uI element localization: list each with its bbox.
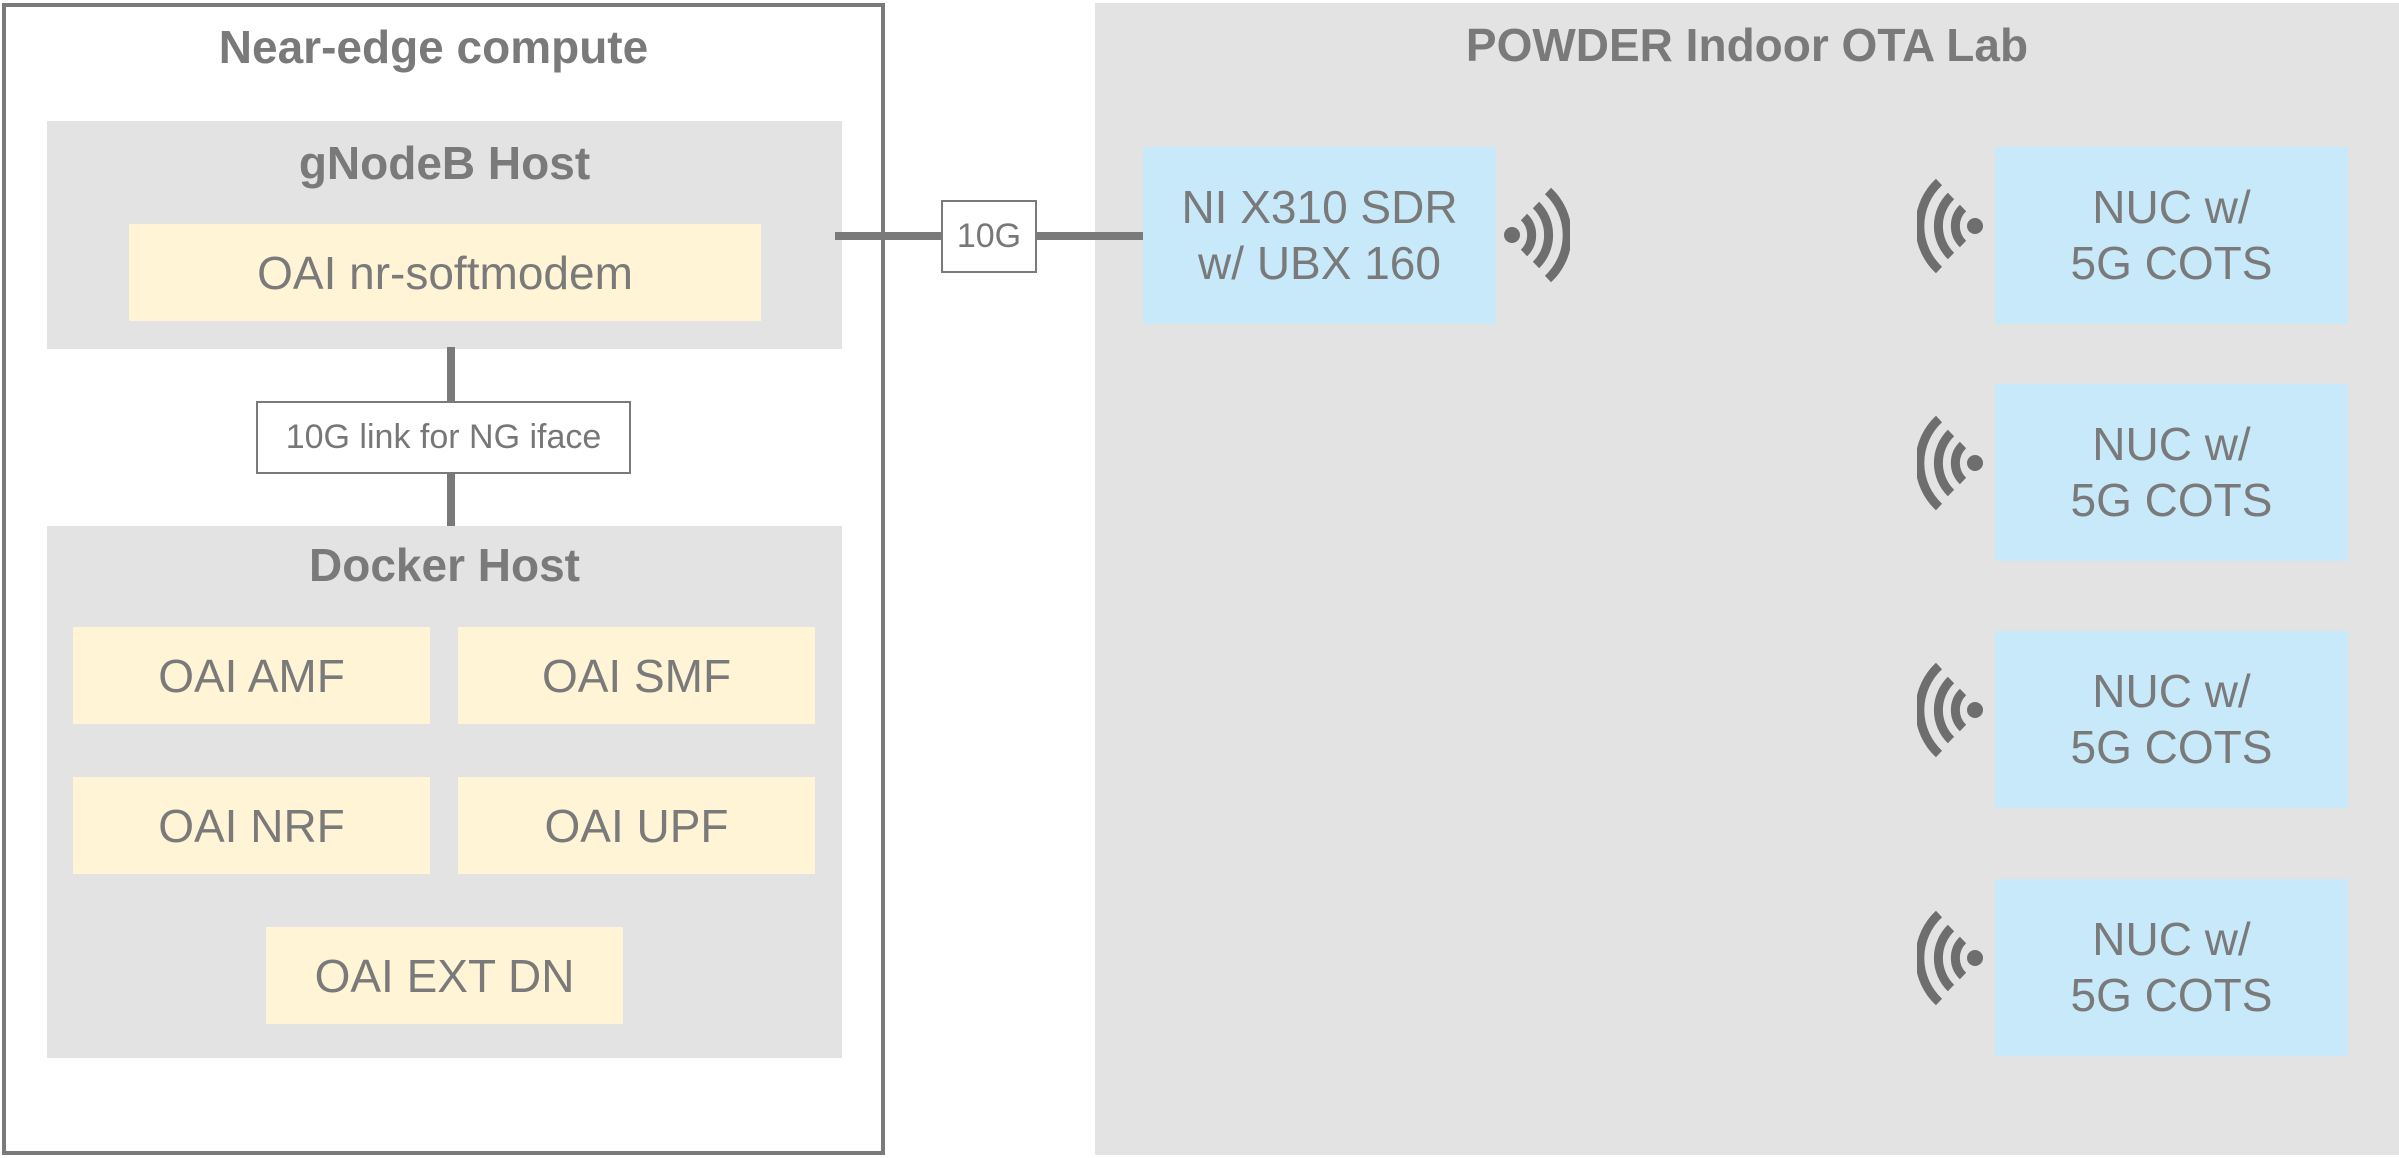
wifi-signal-left-icon	[1917, 415, 1983, 511]
near-edge-compute-title: Near-edge compute	[218, 21, 649, 73]
gnodeb-host-title: gNodeB Host	[298, 137, 591, 189]
10g-link-label: 10G	[941, 200, 1037, 273]
wifi-signal-left-icon	[1917, 910, 1983, 1006]
wifi-signal-right-icon	[1504, 187, 1570, 283]
nuc-ue-2: NUC w/ 5G COTS	[1995, 384, 2348, 561]
oai-ext-dn: OAI EXT DN	[266, 927, 623, 1024]
oai-nrf: OAI NRF	[73, 777, 430, 874]
ni-x310-sdr: NI X310 SDR w/ UBX 160	[1143, 147, 1496, 324]
nuc-ue-3: NUC w/ 5G COTS	[1995, 631, 2348, 808]
oai-amf: OAI AMF	[73, 627, 430, 724]
docker-host-title: Docker Host	[309, 539, 580, 591]
wifi-signal-left-icon	[1917, 662, 1983, 758]
nuc-ue-4: NUC w/ 5G COTS	[1995, 879, 2348, 1056]
powder-ota-lab-title: POWDER Indoor OTA Lab	[1465, 19, 2029, 71]
ng-link-label: 10G link for NG iface	[256, 401, 631, 474]
oai-upf: OAI UPF	[458, 777, 815, 874]
nuc-ue-1: NUC w/ 5G COTS	[1995, 147, 2348, 324]
oai-nr-softmodem: OAI nr-softmodem	[129, 224, 761, 321]
oai-smf: OAI SMF	[458, 627, 815, 724]
wifi-signal-left-icon	[1917, 178, 1983, 274]
